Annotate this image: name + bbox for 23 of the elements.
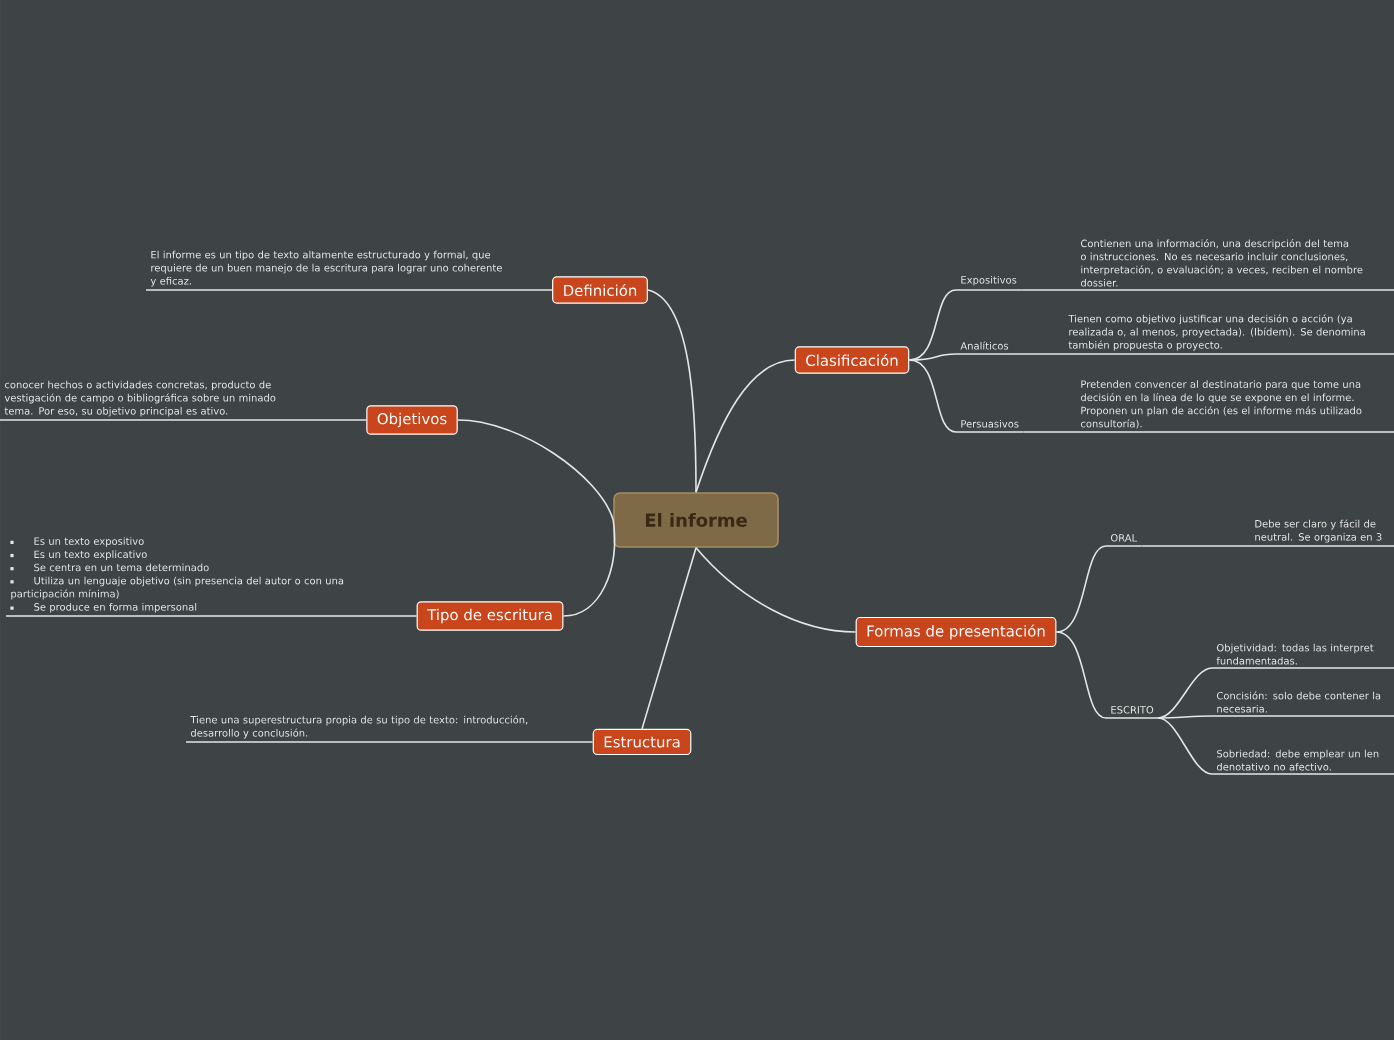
connector-line (1020, 289, 1394, 291)
connector-line (456, 419, 614, 521)
connector-line (647, 289, 697, 493)
connector-line (1022, 431, 1394, 433)
connector-line (695, 359, 796, 493)
connector-line (1012, 353, 1394, 355)
connector-line (695, 547, 857, 633)
connector-line (1157, 667, 1394, 719)
connector-line (1055, 631, 1159, 719)
connector-line (1055, 545, 1143, 633)
connector-line (908, 353, 1014, 361)
connector-line (5, 615, 418, 617)
connector-line (1157, 717, 1394, 775)
connector-line (908, 359, 1025, 433)
connector-line (145, 289, 553, 291)
connector-line (641, 547, 697, 730)
connector-line (0, 419, 368, 421)
connector-line (185, 741, 594, 743)
central-topic-box: El informe (613, 492, 779, 548)
connector-line (908, 289, 1022, 361)
connector-line (562, 519, 616, 617)
connector-line (1140, 545, 1394, 547)
connector-line (1157, 715, 1394, 719)
